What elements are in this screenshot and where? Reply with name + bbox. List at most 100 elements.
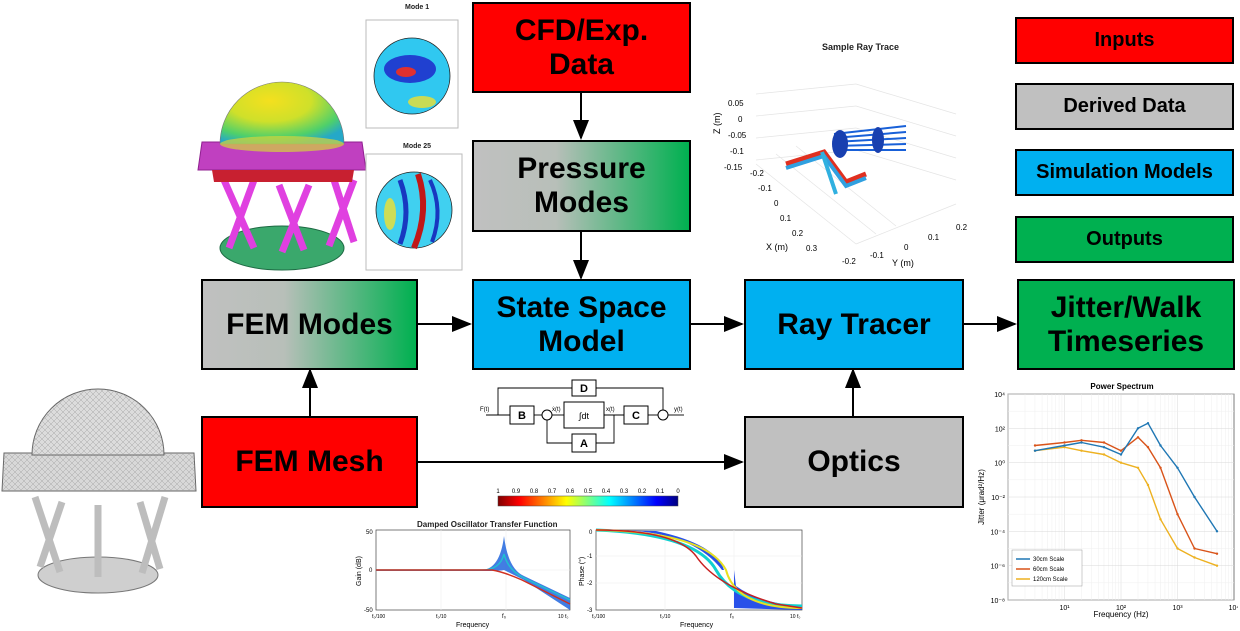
ray-x-tick-5: 0.3 xyxy=(806,244,818,253)
mode1-plot xyxy=(365,19,459,129)
ray-z-tick-3: -0.1 xyxy=(730,147,744,156)
psd-point-2 xyxy=(1176,547,1179,550)
psd-point-0 xyxy=(1080,441,1083,444)
psd-point-0 xyxy=(1193,495,1196,499)
psd-x-tick: 10³ xyxy=(1172,605,1183,612)
legend-inputs-label: Inputs xyxy=(1094,29,1155,52)
colorbar-tick: 0.4 xyxy=(602,489,611,495)
ray-x-tick-4: 0.2 xyxy=(792,229,804,238)
psd-y-label: Jitter (μrad²/Hz) xyxy=(977,469,986,525)
psd-point-1 xyxy=(1136,436,1140,439)
block-output-label: y(t) xyxy=(674,407,683,413)
box-cfd-exp-data: CFD/Exp. Data xyxy=(472,2,691,93)
psd-point-0 xyxy=(1102,446,1106,449)
gain-freq-label: Frequency xyxy=(456,622,490,629)
sum-junction-2 xyxy=(657,409,669,421)
ray-y-label: Y (m) xyxy=(892,258,914,268)
block-xdot-label: ẋ(t) xyxy=(552,407,561,413)
psd-point-1 xyxy=(1193,547,1196,550)
legend-derived-label: Derived Data xyxy=(1063,95,1186,118)
psd-point-1 xyxy=(1176,513,1179,516)
legend-derived-data: Derived Data xyxy=(1015,83,1234,130)
mode25-plot xyxy=(365,153,463,271)
phase-plot: Phase (°) 0 -1 -2 -3 f₀/100 f₀/10 f₀ 10 … xyxy=(578,528,803,629)
psd-x-label: Frequency (Hz) xyxy=(1093,610,1148,619)
box-ray-tracer-label: Ray Tracer xyxy=(777,307,931,341)
ray-x-tick-1: -0.1 xyxy=(758,184,772,193)
psd-y-tick: 10⁰ xyxy=(994,460,1005,468)
psd-point-2 xyxy=(1063,446,1066,449)
psd-point-0 xyxy=(1063,444,1066,447)
phase-freq-tick-2: f₀ xyxy=(730,614,735,620)
gain-plot: Gain (dB) 50 0 -50 f₀/100 f₀/10 f₀ 10 f₀… xyxy=(356,529,571,629)
phase-freq-label: Frequency xyxy=(680,622,714,629)
psd-y-tick: 10⁻⁶ xyxy=(991,564,1005,571)
box-fem-mesh-label: FEM Mesh xyxy=(235,445,384,479)
ray-x-tick-3: 0.1 xyxy=(780,214,792,223)
block-d-label: D xyxy=(580,383,588,395)
psd-x-tick: 10¹ xyxy=(1059,605,1070,612)
legend-outputs-label: Outputs xyxy=(1086,228,1163,251)
psd-legend-2: 120cm Scale xyxy=(1033,577,1068,583)
psd-point-2 xyxy=(1193,556,1196,559)
block-a-label: A xyxy=(580,438,588,450)
psd-point-2 xyxy=(1080,449,1083,452)
phase-tick-0: 0 xyxy=(589,530,593,536)
psd-x-tick: 10² xyxy=(1116,605,1127,612)
colorbar-tick: 0.5 xyxy=(584,489,593,495)
psd-y-tick: 10⁻² xyxy=(991,495,1005,502)
psd-y-tick: 10² xyxy=(995,426,1006,433)
colorbar-tick: 0.1 xyxy=(656,489,665,495)
gain-freq-tick-1: f₀/10 xyxy=(436,614,447,620)
psd-point-2 xyxy=(1136,466,1140,469)
ray-z-tick-0: 0.05 xyxy=(728,99,744,108)
ray-x-label: X (m) xyxy=(766,242,788,252)
gain-freq-tick-0: f₀/100 xyxy=(372,614,385,620)
psd-point-0 xyxy=(1176,466,1179,469)
box-pressure-modes: Pressure Modes xyxy=(472,140,691,232)
ray-y-tick-0: 0.2 xyxy=(956,223,968,232)
psd-point-1 xyxy=(1080,439,1083,442)
box-state-space-model: State Space Model xyxy=(472,279,691,370)
box-jitter-walk-timeseries: Jitter/Walk Timeseries xyxy=(1017,279,1235,370)
psd-x-tick: 10⁴ xyxy=(1229,605,1238,612)
gain-freq-tick-2: f₀ xyxy=(502,614,507,620)
legend-inputs: Inputs xyxy=(1015,17,1234,64)
gain-tick-1: 0 xyxy=(369,568,373,574)
block-integrator-label: ∫dt xyxy=(578,411,589,421)
legend-simulation-models: Simulation Models xyxy=(1015,149,1234,196)
psd-y-tick: 10⁻⁸ xyxy=(991,598,1005,605)
psd-point-0 xyxy=(1159,444,1162,447)
psd-point-1 xyxy=(1033,444,1037,447)
colorbar-tick: 0.7 xyxy=(548,489,557,495)
colorbar-tick: 0.3 xyxy=(620,489,629,495)
psd-title: Power Spectrum xyxy=(1090,382,1153,391)
psd-point-1 xyxy=(1063,441,1066,444)
ray-x-tick-2: 0 xyxy=(774,199,779,208)
block-input-label: F(t) xyxy=(480,407,489,413)
box-fem-modes: FEM Modes xyxy=(201,279,418,370)
psd-point-2 xyxy=(1119,461,1123,464)
state-space-block-diagram: D B C A ∫dt F(t) y(t) ẋ(t) x(t) xyxy=(480,379,684,453)
psd-point-0 xyxy=(1215,530,1219,533)
fem-model-colored-image xyxy=(197,81,367,271)
colorbar-tick: 0.6 xyxy=(566,489,575,495)
psd-point-2 xyxy=(1215,564,1219,567)
legend-outputs: Outputs xyxy=(1015,216,1234,263)
ray-z-tick-1: 0 xyxy=(738,115,743,124)
psd-point-0 xyxy=(1136,427,1140,430)
fem-mesh-gray-image xyxy=(1,388,197,594)
block-integrator xyxy=(563,401,605,429)
phase-freq-tick-0: f₀/100 xyxy=(592,614,605,620)
box-jitter-label: Jitter/Walk Timeseries xyxy=(1047,290,1205,358)
psd-point-0 xyxy=(1119,453,1123,456)
ray-y-tick-2: 0 xyxy=(904,243,909,252)
box-optics: Optics xyxy=(744,416,964,508)
box-fem-mesh: FEM Mesh xyxy=(201,416,418,508)
psd-legend: 30cm Scale 60cm Scale 120cm Scale xyxy=(1011,549,1083,587)
box-pressure-label: Pressure Modes xyxy=(517,152,646,219)
sum-junction-1 xyxy=(541,409,553,421)
psd-point-0 xyxy=(1146,422,1150,425)
